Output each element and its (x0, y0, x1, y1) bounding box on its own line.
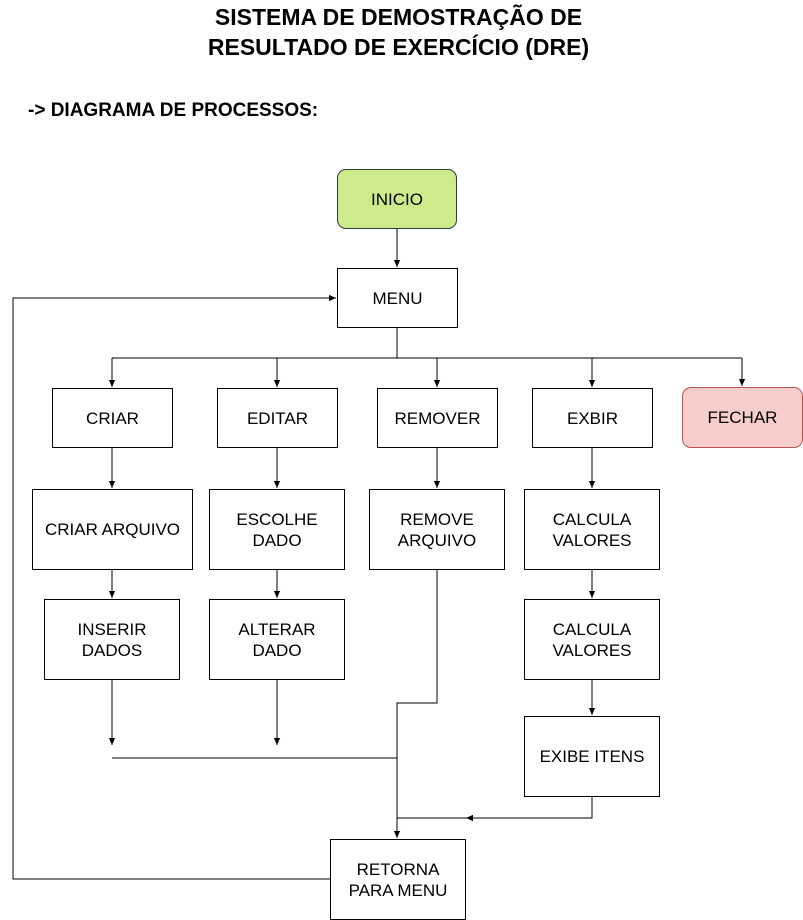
node-retorna-line-2: PARA MENU (348, 880, 448, 900)
node-escolhe-dado-line-2: DADO (252, 530, 302, 550)
node-alterar-dado-line-2: DADO (252, 640, 302, 660)
node-alterar-dado: ALTERAR DADO (209, 599, 345, 680)
node-fechar: FECHAR (682, 387, 803, 448)
page-title: SISTEMA DE DEMOSTRAÇÃO DE RESULTADO DE E… (0, 2, 797, 62)
node-criar-arquivo-label: CRIAR ARQUIVO (44, 520, 181, 539)
node-criar-label: CRIAR (86, 408, 139, 428)
node-editar-label: EDITAR (246, 408, 309, 428)
diagram-subtitle: -> DIAGRAMA DE PROCESSOS: (28, 100, 319, 121)
node-calcula-valores-a-line-1: CALCULA (552, 509, 632, 529)
node-inicio-label: INICIO (371, 189, 423, 209)
node-remove-arquivo: REMOVE ARQUIVO (369, 489, 505, 570)
node-exbir-label: EXBIR (566, 408, 619, 428)
node-retorna-para-menu: RETORNA PARA MENU (330, 839, 466, 920)
title-line-1: SISTEMA DE DEMOSTRAÇÃO DE (214, 4, 583, 30)
node-escolhe-dado: ESCOLHE DADO (209, 489, 345, 570)
node-remover: REMOVER (377, 388, 498, 448)
node-editar: EDITAR (217, 388, 338, 448)
node-remove-arquivo-line-1: REMOVE (400, 509, 474, 529)
node-escolhe-dado-line-1: ESCOLHE (236, 509, 318, 529)
node-menu-label: MENU (372, 288, 423, 308)
remove-to-junction (396, 569, 438, 758)
node-calcula-valores-b: CALCULA VALORES (524, 599, 660, 680)
node-inserir-dados-line-1: INSERIR (77, 619, 147, 639)
node-inserir-dados: INSERIR DADOS (44, 599, 180, 680)
node-criar-arquivo: CRIAR ARQUIVO (32, 489, 193, 570)
node-menu: MENU (337, 268, 458, 328)
node-retorna-line-1: RETORNA (356, 859, 440, 879)
node-remover-label: REMOVER (394, 408, 481, 428)
node-fechar-label: FECHAR (707, 408, 778, 427)
node-remove-arquivo-line-2: ARQUIVO (397, 530, 477, 550)
title-line-2: RESULTADO DE EXERCÍCIO (DRE) (207, 34, 590, 60)
node-calcula-valores-b-line-2: VALORES (552, 640, 632, 660)
node-inserir-dados-line-2: DADOS (81, 640, 143, 660)
node-inicio: INICIO (337, 169, 457, 229)
exibe-to-merge (466, 796, 593, 819)
node-exbir: EXBIR (532, 388, 653, 448)
node-criar: CRIAR (52, 388, 173, 448)
node-calcula-valores-a: CALCULA VALORES (524, 489, 660, 570)
node-exibe-itens-label: EXIBE ITENS (539, 747, 645, 766)
node-calcula-valores-b-line-1: CALCULA (552, 619, 632, 639)
return-loop (12, 294, 336, 880)
node-calcula-valores-a-line-2: VALORES (552, 530, 632, 550)
node-alterar-dado-line-1: ALTERAR (238, 619, 316, 639)
node-exibe-itens: EXIBE ITENS (524, 716, 660, 797)
